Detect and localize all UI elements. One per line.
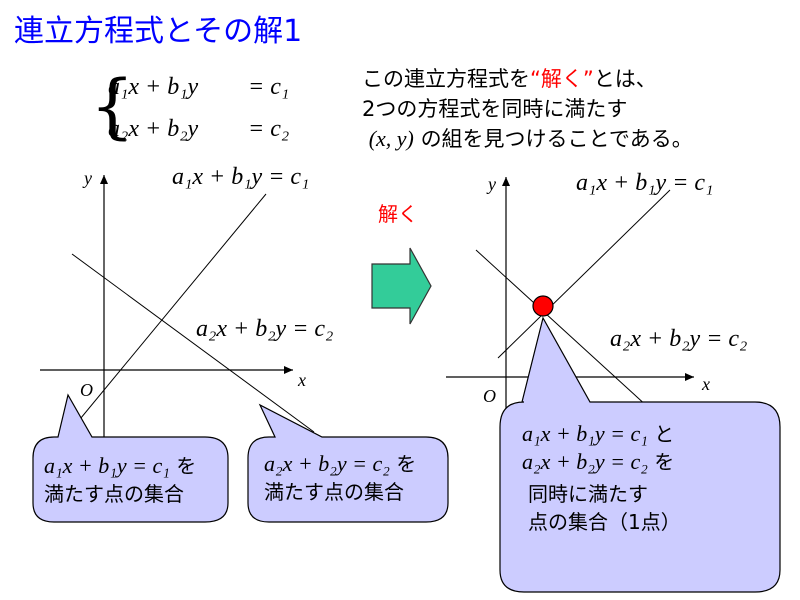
bubble-2-math: a₂x + b₂y = c₂ (264, 451, 390, 476)
right-line-1 (497, 189, 671, 359)
left-line-1-label: a₁x + b₁y = c₁ (172, 164, 310, 190)
bubble-3-line-3: 同時に満たす (528, 482, 648, 506)
right-x-label: x (702, 374, 710, 394)
intersection-point (532, 295, 554, 317)
xy-pair: (x, y) (368, 126, 414, 151)
right-line-2 (475, 249, 661, 419)
brace: { (90, 65, 135, 147)
description-line-3: (x, y) の組を見つけることである。 (362, 124, 693, 154)
bubble-1-line-2: 満たす点の集合 (44, 482, 184, 506)
equation-2-rhs: = c₂ (248, 116, 290, 142)
equation-2-lhs: a₂x + b₂y (108, 116, 199, 142)
right-origin-label: O (483, 386, 496, 406)
left-x-label: x (298, 370, 306, 390)
bubble-2-suffix: を (396, 452, 417, 476)
right-line-2-label: a₂x + b₂y = c₂ (610, 326, 748, 352)
equation-1-rhs: = c₁ (248, 74, 290, 100)
description: この連立方程式を“解く”とは、 2つの方程式を同時に満たす (x, y) の組を… (362, 64, 693, 154)
bubble-3-suffix-2: を (654, 450, 675, 474)
description-line-2: 2つの方程式を同時に満たす (362, 97, 628, 121)
right-line-1-label: a₁x + b₁y = c₁ (576, 170, 714, 196)
page-title: 連立方程式とその解1 (14, 14, 303, 49)
left-y-label: y (84, 168, 92, 188)
bubble-3-math-2: a₂x + b₂y = c₂ (522, 449, 648, 474)
bubble-2-line-2: 満たす点の集合 (264, 480, 404, 504)
equation-system: { a₁x + b₁y = c₁ a₂x + b₂y = c₂ (90, 66, 300, 152)
right-y-label: y (488, 174, 496, 194)
bubble-1-shape (32, 393, 229, 523)
left-line-1 (51, 193, 267, 454)
bubble-1-line-1: a₁x + b₁y = c₁ を (44, 452, 196, 480)
bubble-1-suffix: を (176, 454, 197, 478)
equation-2: a₂x + b₂y = c₂ (108, 116, 289, 143)
bubble-2-text: a₂x + b₂y = c₂ を 満たす点の集合 (264, 450, 416, 506)
description-line-1-pre: この連立方程式を (362, 67, 530, 91)
description-line-3-text: の組を見つけることである。 (420, 127, 693, 151)
left-line-2 (71, 253, 315, 433)
description-line-1-post: とは、 (593, 67, 657, 91)
bubble-3-math-1: a₁x + b₁y = c₁ (522, 421, 648, 446)
highlight-toku: “解く” (530, 67, 594, 91)
solve-arrow (371, 247, 432, 325)
bubble-3-line-4: 点の集合（1点） (528, 510, 681, 534)
bubble-2-line-1: a₂x + b₂y = c₂ を (264, 450, 416, 478)
equation-1: a₁x + b₁y = c₁ (108, 74, 289, 101)
bubble-3-shape (499, 316, 781, 593)
bubble-2-shape (247, 403, 449, 523)
bubble-3-line-1: a₁x + b₁y = c₁ と (522, 420, 681, 448)
description-line-1: この連立方程式を“解く”とは、 (362, 64, 693, 94)
bubble-1-text: a₁x + b₁y = c₁ を 満たす点の集合 (44, 452, 196, 508)
bubble-1-math: a₁x + b₁y = c₁ (44, 453, 170, 478)
equation-1-lhs: a₁x + b₁y (108, 74, 199, 100)
bubble-3-line-2: a₂x + b₂y = c₂ を (522, 448, 681, 476)
bubble-3-text: a₁x + b₁y = c₁ と a₂x + b₂y = c₂ を 同時に満たす… (522, 420, 681, 536)
bubble-3-suffix-1: と (654, 422, 675, 446)
left-origin-label: O (80, 380, 93, 400)
solve-label: 解く (378, 202, 418, 226)
left-line-2-label: a₂x + b₂y = c₂ (196, 316, 334, 342)
